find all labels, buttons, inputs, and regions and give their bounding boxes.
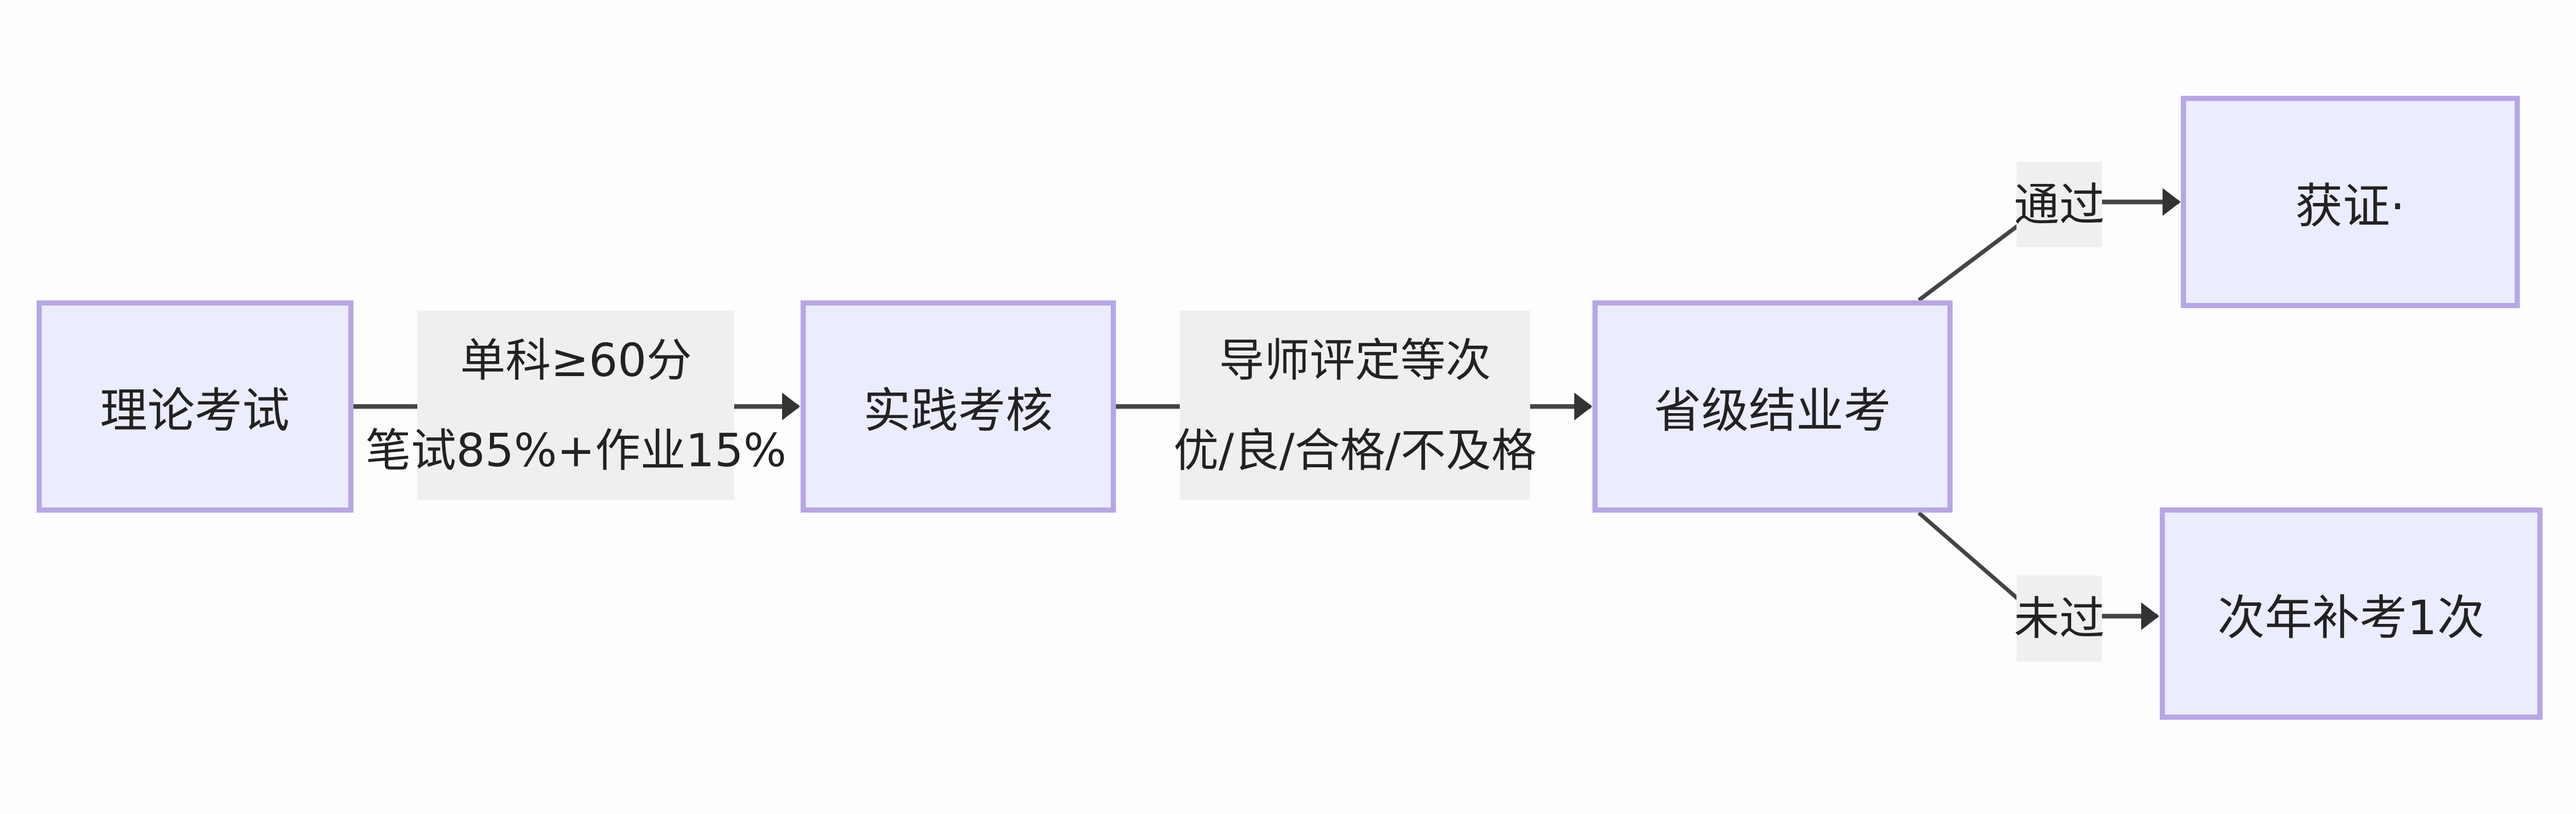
node-practice-assessment: 实践考核: [800, 300, 1116, 513]
edge-label-text: 通过: [2014, 178, 2105, 231]
node-label: 省级结业考: [1654, 383, 1891, 438]
node-retake: 次年补考1次: [2159, 507, 2543, 720]
node-provincial-exam: 省级结业考: [1592, 300, 1953, 513]
node-certified: 获证·: [2181, 96, 2520, 308]
edge-label-practice-grade: 导师评定等次 优/良/合格/不及格: [1174, 311, 1536, 500]
edge-label-pass: 通过: [2014, 162, 2105, 247]
edge-label-fail: 未过: [2014, 575, 2105, 662]
edge-label-line: 优/良/合格/不及格: [1173, 423, 1537, 477]
node-label: 理论考试: [99, 383, 290, 438]
node-label: 获证·: [2295, 178, 2405, 234]
edge-label-line: 导师评定等次: [1218, 333, 1491, 387]
node-theory-exam: 理论考试: [36, 300, 353, 513]
node-label: 次年补考1次: [2217, 590, 2485, 646]
edge-label-line: 单科≥60分: [460, 333, 692, 387]
edge-label-text: 未过: [2014, 592, 2105, 645]
edge-label-theory-pass: 单科≥60分 笔试85%+作业15%: [366, 311, 786, 500]
node-label: 实践考核: [863, 383, 1053, 438]
edge-label-line: 笔试85%+作业15%: [365, 423, 787, 477]
